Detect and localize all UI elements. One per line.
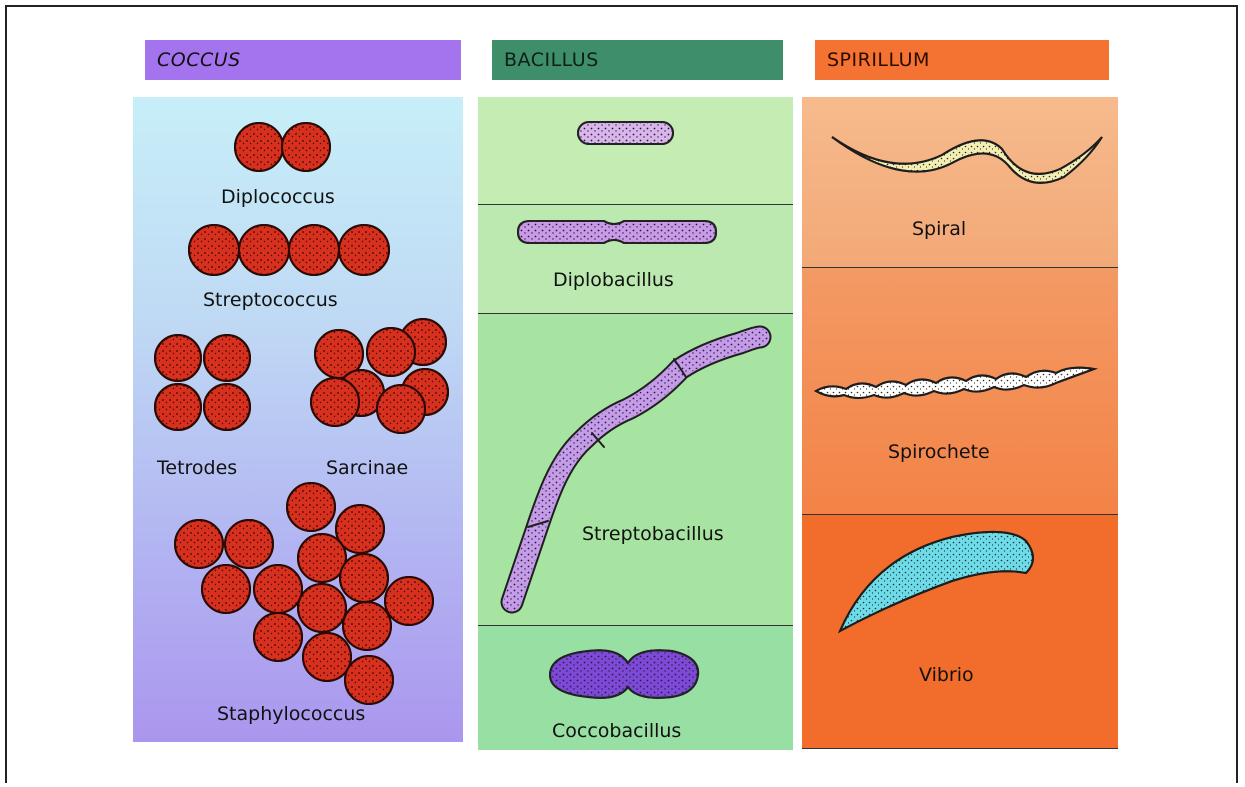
coccus-header: COCCUS	[145, 40, 461, 80]
diplococcus-cells	[235, 123, 330, 171]
spirillum-panel: Spiral Spirochete Vibrio	[802, 97, 1118, 749]
single-bacillus	[578, 122, 673, 144]
tetrodes-cells	[155, 335, 250, 430]
coccobacillus-cells	[550, 650, 698, 698]
spiral-label: Spiral	[912, 218, 966, 240]
streptococcus-label: Streptococcus	[203, 289, 338, 311]
coccobacillus-label: Coccobacillus	[552, 720, 681, 742]
sarcinae-cells	[311, 319, 448, 433]
diplobacillus-cells	[518, 221, 716, 243]
vibrio-cell	[840, 532, 1033, 631]
spirochete-cell	[816, 368, 1094, 398]
tetrodes-label: Tetrodes	[157, 457, 237, 479]
streptobacillus-label: Streptobacillus	[582, 523, 724, 545]
bacillus-drawings	[478, 97, 793, 750]
diplococcus-label: Diplococcus	[221, 186, 335, 208]
sarcinae-label: Sarcinae	[326, 457, 408, 479]
bacillus-header: BACILLUS	[492, 40, 783, 80]
streptococcus-cells	[189, 225, 389, 275]
streptobacillus-chain	[512, 337, 760, 602]
spirochete-label: Spirochete	[888, 441, 990, 463]
vibrio-label: Vibrio	[919, 664, 974, 686]
coccus-panel: Diplococcus Streptococcus Tetrodes Sarci…	[133, 97, 463, 742]
spirillum-drawings	[802, 97, 1118, 749]
staphylococcus-cells	[175, 483, 433, 704]
bacillus-panel: Diplobacillus Streptobacillus Coccobacil…	[478, 97, 793, 750]
diplobacillus-label: Diplobacillus	[553, 269, 674, 291]
spiral-cell	[832, 137, 1102, 183]
staphylococcus-label: Staphylococcus	[217, 703, 365, 725]
spirillum-header: SPIRILLUM	[815, 40, 1109, 80]
